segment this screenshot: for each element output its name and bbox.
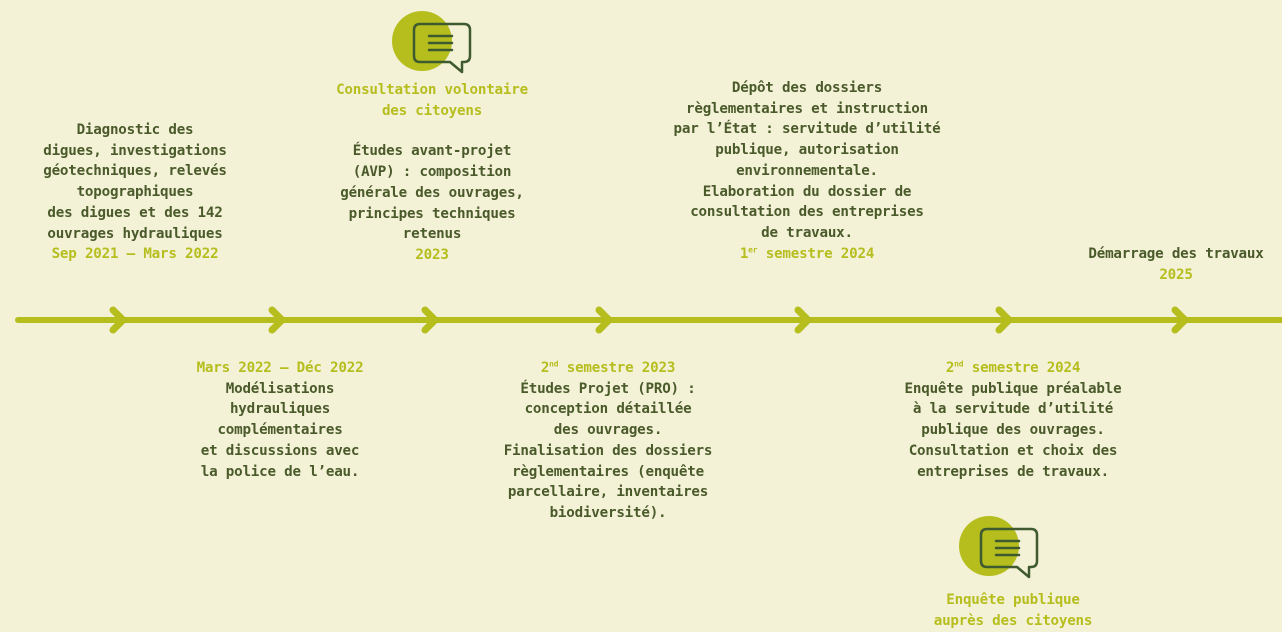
step-2-modelisations: Mars 2022 – Déc 2022 Modélisations hydra… [160, 358, 400, 482]
step-text: à la servitude d’utilité [912, 401, 1114, 418]
step-text: parcellaire, inventaires [507, 484, 709, 501]
step-7-demarrage-travaux: Démarrage des travaux 2025 [1070, 244, 1282, 285]
consultation-label: Enquête publique [946, 592, 1080, 608]
step-text: (AVP) : composition [352, 164, 512, 181]
arrow-right-icon [421, 306, 439, 334]
arrow-right-icon [268, 306, 286, 334]
step-text: Modélisations [225, 380, 335, 397]
consultation-label: des citoyens [381, 102, 483, 119]
step-3-avant-projet: Consultation volontaire des citoyens Étu… [312, 80, 552, 266]
arrow-right-icon [794, 306, 812, 334]
step-6-enquete-publique: 2nd semestre 2024 Enquête publique préal… [868, 358, 1158, 482]
step-text: retenus [402, 226, 462, 243]
step-text: publique des ouvrages. [921, 422, 1105, 439]
step-text: la police de l’eau. [200, 463, 360, 480]
step-text: biodiversité). [549, 504, 667, 521]
step-text: règlementaires et instruction [686, 100, 928, 117]
arrow-right-icon [995, 306, 1013, 334]
speech-bubble-icon [959, 516, 1039, 579]
step-text: par l’État : servitude d’utilité [673, 121, 941, 138]
step-date: 2nd semestre 2024 [945, 359, 1081, 376]
step-date: Mars 2022 – Déc 2022 [196, 360, 364, 376]
step-text: des ouvrages. [553, 422, 663, 439]
step-text: topographiques [76, 184, 194, 201]
step-text: hydrauliques [229, 401, 331, 418]
step-text: et discussions avec [200, 442, 360, 459]
arrow-right-icon [595, 306, 613, 334]
spacer [312, 121, 552, 141]
step-text: générale des ouvrages, [340, 184, 524, 201]
consultation-label: Consultation volontaire [336, 82, 528, 98]
step-text: conception détaillée [524, 401, 692, 418]
step-text: des digues et des 142 [47, 204, 223, 221]
step-4-projet: 2nd semestre 2023 Études Projet (PRO) : … [478, 358, 738, 524]
step-text: Démarrage des travaux [1088, 246, 1264, 262]
arrow-right-icon [109, 306, 127, 334]
step-date: 1er semestre 2024 [739, 244, 875, 262]
step-date: Sep 2021 – Mars 2022 [51, 246, 219, 263]
step-text: publique, autorisation [715, 142, 899, 159]
step-text: principes techniques [348, 205, 516, 222]
step-text: géotechniques, relevés [43, 163, 227, 180]
step-text: Elaboration du dossier de [702, 183, 912, 200]
speech-bubble-icon [392, 11, 472, 74]
step-text: consultation des entreprises [690, 204, 924, 221]
step-text: Études avant-projet [352, 143, 512, 160]
step-5-depot-dossiers: Dépôt des dossiers règlementaires et ins… [664, 78, 950, 264]
step-text: Études Projet (PRO) : [520, 380, 696, 397]
step-text: digues, investigations [43, 142, 227, 159]
step-text: Dépôt des dossiers [731, 80, 883, 96]
step-text: complémentaires [217, 422, 343, 439]
step-text: règlementaires (enquête [512, 463, 704, 480]
consultation-label: auprès des citoyens [933, 612, 1093, 629]
step-date: 2023 [415, 246, 449, 263]
step-6-consultation: Enquête publique auprès des citoyens [868, 590, 1158, 631]
arrow-right-icon [1171, 306, 1189, 334]
step-text: environnementale. [736, 162, 878, 179]
step-text: ouvrages hydrauliques [47, 225, 223, 242]
step-text: Consultation et choix des [908, 442, 1118, 459]
step-text: Enquête publique préalable [904, 380, 1122, 397]
step-text: de travaux. [761, 224, 853, 241]
step-date: 2nd semestre 2023 [540, 359, 676, 376]
step-date: 2025 [1159, 266, 1193, 283]
step-text: Diagnostic des [76, 122, 194, 138]
step-1-diagnostic: Diagnostic des digues, investigations gé… [15, 120, 255, 265]
step-text: entreprises de travaux. [917, 463, 1109, 480]
step-text: Finalisation des dossiers [503, 442, 713, 459]
